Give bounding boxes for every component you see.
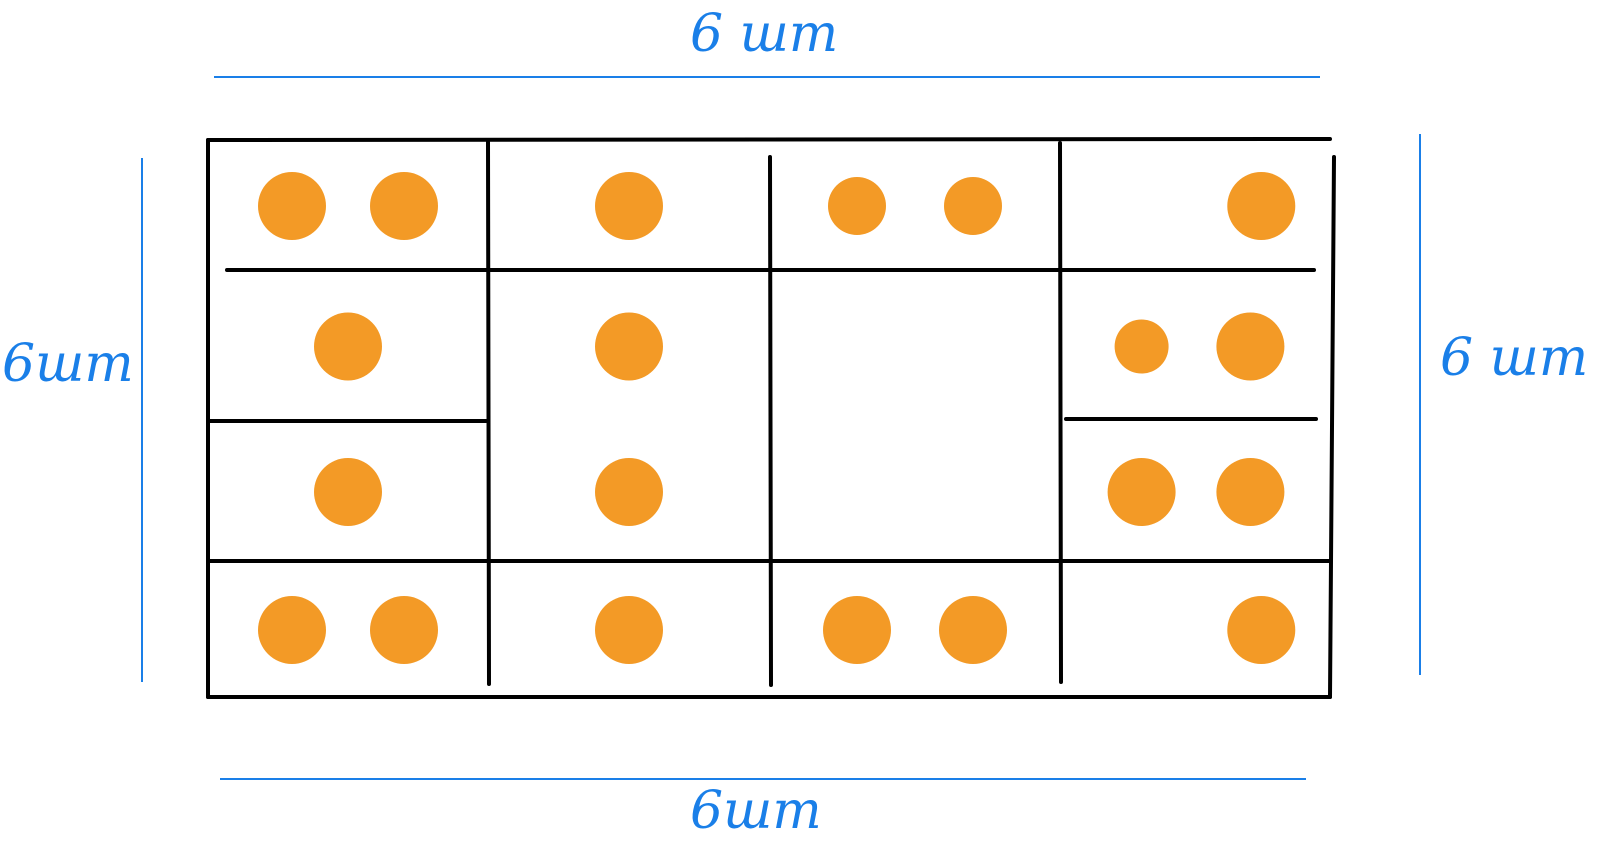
orange-dot — [1227, 172, 1296, 240]
orange-dot — [1107, 458, 1176, 526]
orange-dot — [370, 596, 438, 664]
measure-lines — [141, 76, 1421, 780]
orange-dot — [258, 596, 326, 664]
bottom-count-label: 6шт — [690, 781, 822, 841]
orange-dot — [595, 596, 663, 664]
top-count-label: 6 шт — [690, 4, 839, 64]
divider-v1 — [486, 140, 491, 686]
orange-dot — [1227, 596, 1296, 664]
right-count-label: 6 шт — [1440, 328, 1589, 388]
orange-dot — [595, 172, 663, 240]
orange-dot — [823, 596, 891, 664]
orange-dot — [944, 177, 1002, 235]
orange-dot — [258, 172, 326, 240]
dots — [258, 172, 1296, 664]
orange-dot — [314, 458, 382, 526]
divider-v3 — [1058, 141, 1063, 684]
orange-dot — [595, 312, 663, 381]
divider-v2 — [768, 155, 773, 687]
grid-lines — [206, 137, 1336, 699]
orange-dot — [314, 312, 382, 381]
left-count-label: 6шт — [2, 334, 134, 394]
orange-dot — [1216, 312, 1285, 381]
orange-dot — [939, 596, 1007, 664]
orange-dot — [828, 177, 886, 235]
orange-dot — [595, 458, 663, 526]
frame-top — [206, 137, 1332, 142]
orange-dot — [370, 172, 438, 240]
frame-right — [1328, 155, 1336, 699]
orange-dot — [1114, 319, 1169, 374]
orange-dot — [1216, 458, 1285, 526]
